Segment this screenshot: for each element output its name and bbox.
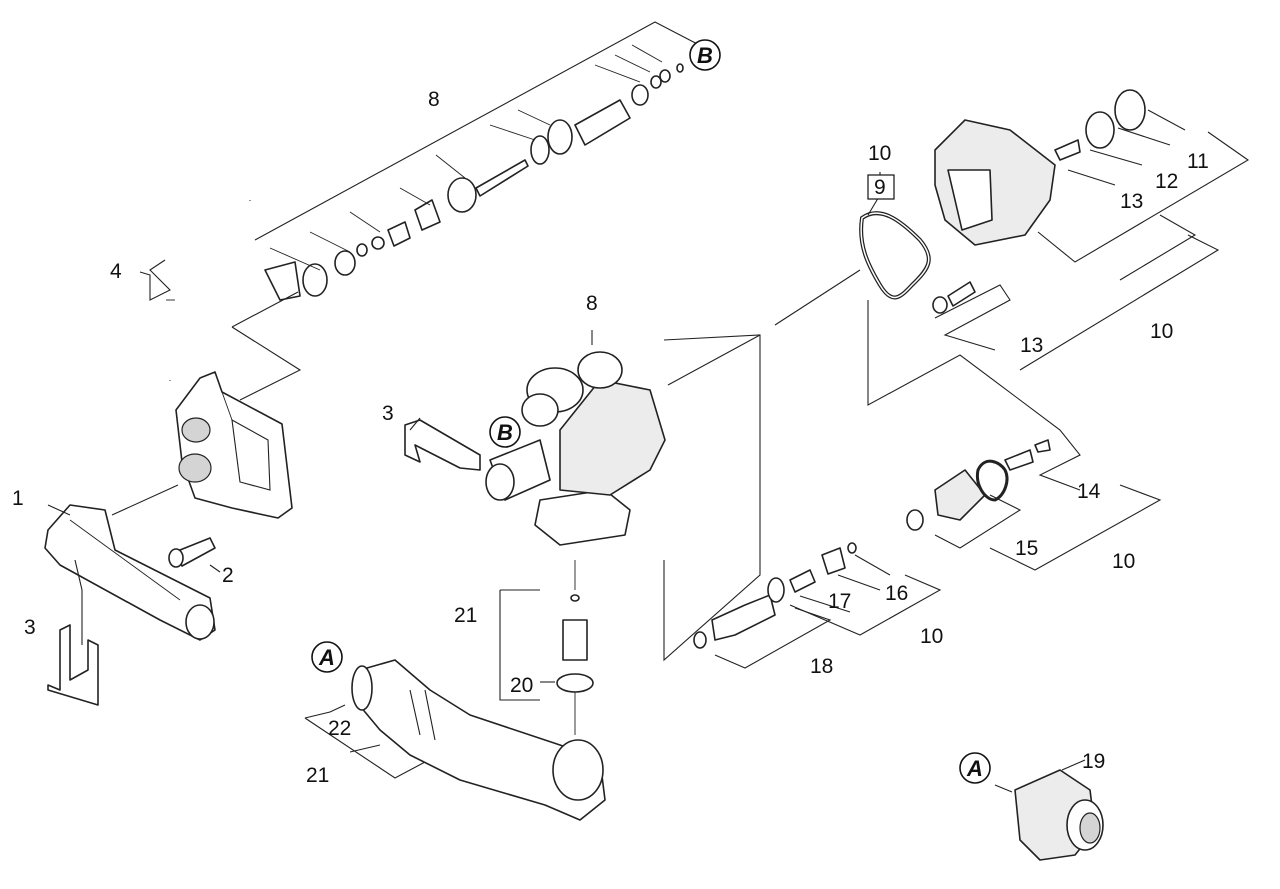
badge-a-right: A — [959, 752, 991, 784]
badge-b-centre: B — [489, 416, 521, 448]
label-part-9: 9 — [874, 176, 886, 199]
label-part-3-left: 3 — [24, 616, 36, 639]
label-part-12: 12 — [1155, 170, 1178, 193]
valve-group-leaders — [867, 300, 1162, 571]
label-part-21-lower: 21 — [306, 764, 329, 787]
valve-chain-parts — [264, 63, 684, 301]
valve-group-14-15 — [906, 439, 1051, 531]
label-part-2: 2 — [222, 564, 234, 587]
label-part-22: 22 — [328, 717, 351, 740]
bolt-part-2 — [168, 537, 216, 568]
hose-part — [113, 121, 254, 381]
label-part-10-c: 10 — [920, 625, 943, 648]
label-part-8-centre: 8 — [586, 292, 598, 315]
label-part-1: 1 — [12, 487, 24, 510]
inlet-valve-parts — [556, 560, 594, 735]
label-part-10-top: 10 — [868, 142, 891, 165]
svg-text:B: B — [697, 43, 713, 68]
inlet-leaders — [304, 589, 555, 779]
callout-labels: 1 2 3 3 4 8 8 9 10 10 10 10 11 12 13 13 … — [12, 88, 1209, 787]
label-part-10-a: 10 — [1150, 320, 1173, 343]
label-part-13-lower: 13 — [1020, 334, 1043, 357]
label-part-15: 15 — [1015, 537, 1038, 560]
label-part-11: 11 — [1187, 150, 1209, 173]
manifold-housing — [175, 371, 293, 519]
oring-part-9 — [859, 211, 931, 300]
label-part-19: 19 — [1082, 750, 1105, 773]
label-part-3-centre: 3 — [382, 402, 394, 425]
svg-text:B: B — [497, 420, 513, 445]
pipe-part-1 — [44, 504, 216, 641]
badge-b-top: B — [689, 39, 721, 71]
svg-text:A: A — [966, 756, 983, 781]
label-part-21-upper: 21 — [454, 604, 477, 627]
head-leaders — [1019, 109, 1250, 371]
coupling-part-19 — [994, 759, 1104, 861]
spring-part-13 — [932, 281, 1011, 351]
label-part-17: 17 — [828, 590, 851, 613]
valve-group-16-18-leaders — [663, 334, 942, 669]
label-part-18: 18 — [810, 655, 833, 678]
label-part-16: 16 — [885, 582, 908, 605]
label-part-20: 20 — [510, 674, 533, 697]
inlet-pipe — [351, 659, 606, 821]
label-part-10-b: 10 — [1112, 550, 1135, 573]
label-part-13-top: 13 — [1120, 190, 1143, 213]
label-part-4: 4 — [110, 260, 122, 283]
svg-text:A: A — [318, 645, 335, 670]
part-9-box — [867, 174, 895, 200]
badge-a-left: A — [311, 641, 343, 673]
valve-group-16-18 — [693, 542, 857, 649]
valve-chain-leader — [231, 21, 706, 401]
clip-part-3-left — [47, 624, 99, 706]
label-part-14: 14 — [1077, 480, 1101, 503]
pump-body — [485, 351, 666, 546]
clip-part-3-centre — [404, 419, 481, 471]
misc-leaders — [47, 172, 881, 645]
pump-head — [934, 89, 1146, 246]
label-part-8-top: 8 — [428, 88, 440, 111]
